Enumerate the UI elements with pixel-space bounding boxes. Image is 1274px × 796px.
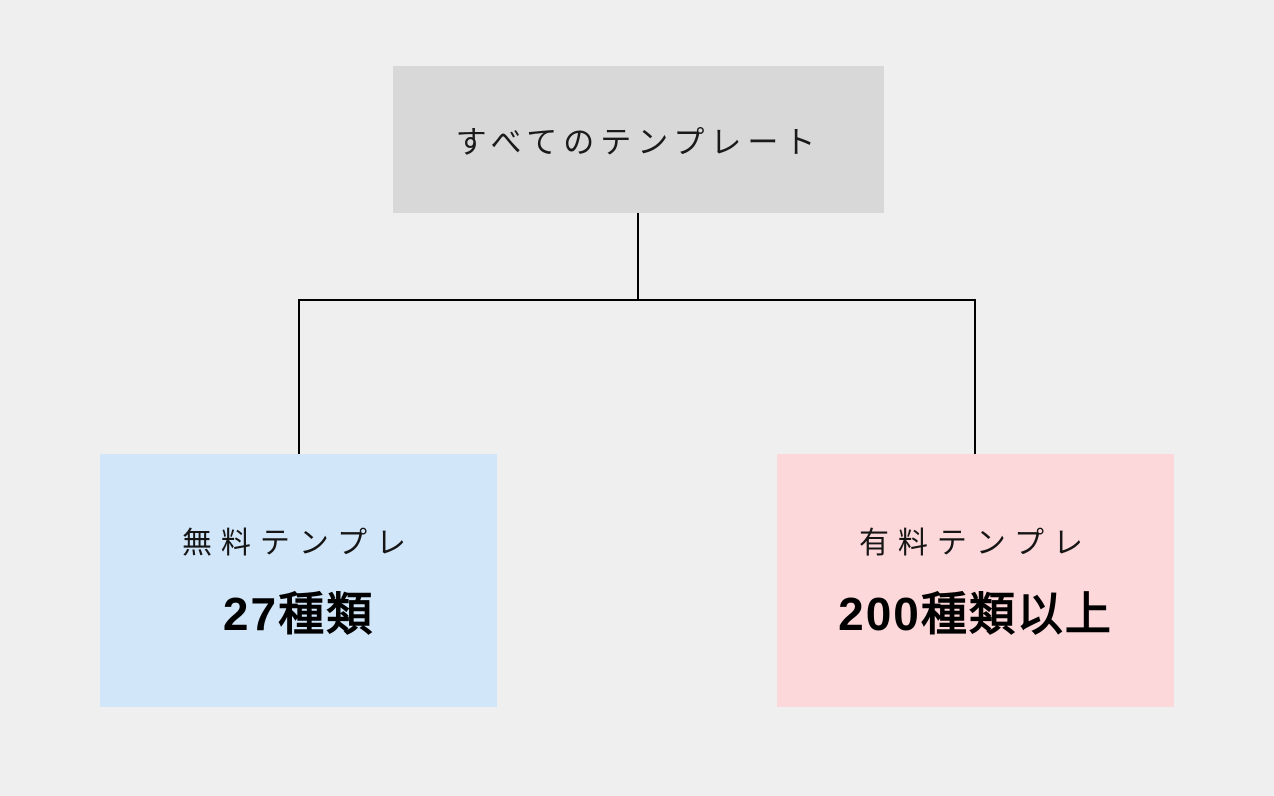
free-templates-count: 27種類 bbox=[222, 587, 375, 640]
paid-templates-label: 有料テンプレ bbox=[858, 526, 1093, 560]
free-templates-label: 無料テンプレ bbox=[181, 526, 416, 560]
root-node-label: すべてのテンプレート bbox=[455, 125, 822, 160]
paid-templates-node: 有料テンプレ 200種類以上 bbox=[777, 454, 1174, 707]
root-node: すべてのテンプレート bbox=[393, 66, 884, 213]
free-templates-node: 無料テンプレ 27種類 bbox=[100, 454, 497, 707]
connector-stem bbox=[637, 213, 639, 299]
connector-left-drop bbox=[298, 299, 300, 455]
paid-templates-count: 200種類以上 bbox=[838, 587, 1113, 640]
connector-right-drop bbox=[974, 299, 976, 455]
connector-horizontal bbox=[298, 299, 976, 301]
